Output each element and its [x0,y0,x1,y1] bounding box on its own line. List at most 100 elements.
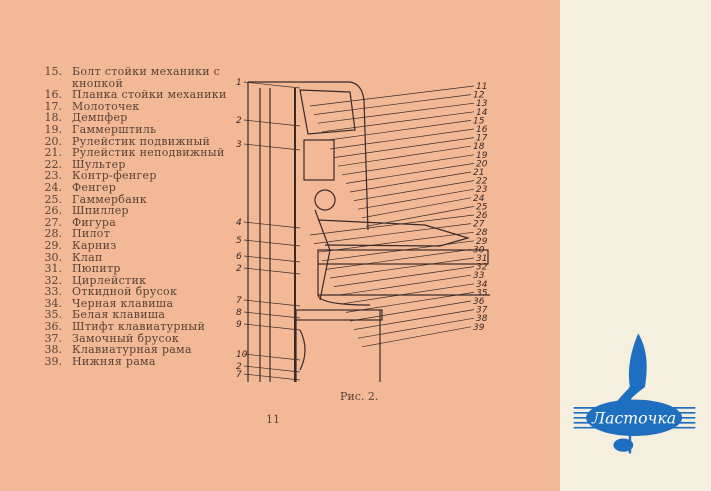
legend-item: 22. Шультер [28,159,228,171]
callout-label: 37 [476,306,488,316]
leader-line [321,240,475,262]
leader-line [243,267,301,275]
leader-line [243,255,301,263]
legend-item: 34.Черная клавиша [28,298,228,310]
leader-line [345,163,475,184]
leader-line [243,221,301,229]
callout-label: 2 [236,362,242,372]
legend-text: Замочный брусок [72,331,180,345]
legend-text: Шпиллер [72,204,129,218]
legend-item: 19. Гаммерштиль [28,124,228,136]
leader-line [353,309,475,330]
callout-label: 38 [476,314,488,324]
callout-label: 34 [476,280,488,290]
leader-line [313,94,472,115]
callout-label: 8 [236,308,242,318]
legend-item: 31. Пюпитр [28,263,228,275]
leader-line [357,188,475,210]
legend-text: Демпфер [72,111,128,125]
leader-line [243,143,301,151]
callout-label: 10 [236,350,248,360]
legend-item: 38.Клавиатурная рама [28,344,228,356]
legend-number: 25. [44,192,63,206]
legend-text: Пюпитр [72,262,121,276]
legend-item: 25. Гаммербанк [28,192,228,206]
leader-line [243,311,301,319]
legend-text: Шультер [72,157,126,171]
callout-label: 14 [476,108,488,118]
leader-line [365,206,475,227]
callout-label: 18 [473,142,485,152]
legend-item: 28.Пилот [28,228,228,240]
legend-number: 22. [44,157,63,171]
legend-item: 23.Контр-фенгер [28,170,228,182]
callout-label: 33 [473,271,485,281]
callout-label: 39 [473,323,485,333]
leader-line [317,231,475,253]
piano-case-outline [248,81,369,231]
legend-text: Фигура [72,215,117,229]
leader-line [243,373,301,381]
legend-item: 32.Цирлейстик [28,275,228,287]
callout-label: 20 [476,159,488,169]
callout-label: 23 [476,185,488,195]
legend-item: 15. Болт стойки механики с кнопкой [28,66,228,89]
page-number: 11 [266,413,280,426]
legend-text: Клап [72,250,103,264]
legend-number: 34. [44,296,63,310]
legend-number: 36. [44,320,63,334]
callout-label: 21 [473,168,484,178]
leader-line [333,266,475,287]
leader-line [325,249,472,270]
callout-label: 32 [476,263,488,273]
legend-number: 31. [44,262,63,276]
callout-label: 13 [476,99,488,109]
callout-label: 15 [473,116,485,126]
legend-item: 35.Белая клавиша [28,309,228,321]
legend-item: 18.Демпфер [28,112,228,124]
leader-line [341,154,475,176]
callout-label: 7 [236,370,242,380]
callout-label: 24 [473,194,485,204]
callout-label: 25 [476,202,488,212]
legend-item: 37.Замочный брусок [28,333,228,345]
leader-line [349,300,472,322]
legend-item: 30.Клап [28,250,228,264]
legend-item: 24. Фенгер [28,182,228,194]
legend-number: 21. [44,146,63,160]
legend-number: 15. [44,65,63,78]
leader-line [349,171,472,193]
callout-label: 28 [476,228,488,238]
leader-line [361,326,472,348]
leader-line [361,197,472,219]
leader-line [309,214,475,236]
callout-label: 7 [236,296,242,306]
leader-line [243,239,301,247]
legend-text: Гаммербанк [72,192,147,206]
leader-line [357,317,475,339]
callout-label: 29 [476,237,488,247]
callout-label: 22 [476,177,488,187]
legend-text: Болт стойки механики с кнопкой [72,65,221,90]
leader-line [313,223,472,244]
legend-item: 36.Штифт клавиатурный [28,321,228,333]
legend-text: Гаммерштиль [72,122,157,136]
legend-number: 29. [44,238,63,252]
callout-label: 4 [236,218,242,228]
figure-caption: Рис. 2. [340,390,379,403]
leader-line [329,257,475,279]
leader-line [333,137,475,158]
legend-text: Нижняя рама [72,354,156,368]
callout-label: 35 [476,288,488,298]
legend-item: 16.Планка стойки механики [28,89,228,101]
callout-label: 6 [236,252,242,262]
leader-line [243,365,301,373]
leader-line [325,120,472,141]
legend-text: Откидной брусок [72,285,178,299]
legend-number: 24. [44,180,63,194]
legend-text: Фенгер [72,180,117,194]
callout-label: 3 [236,140,242,150]
legend-number: 23. [44,169,63,183]
legend-number: 19. [44,122,63,136]
legend-number: 35. [44,308,63,322]
